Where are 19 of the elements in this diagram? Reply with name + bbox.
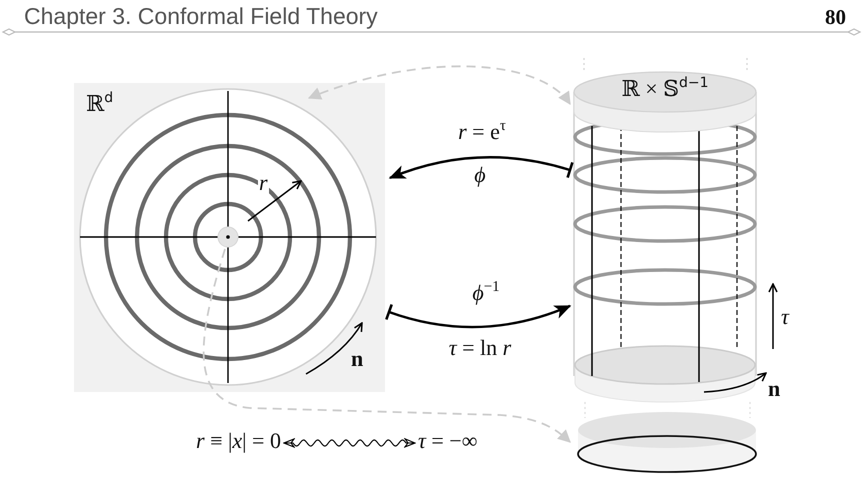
dashed-arrow [202,248,571,443]
page-number: 80 [825,5,846,29]
dashed-arrow [308,66,571,105]
formula-label: r = e$^{τ}$ [458,119,506,145]
wavy-arrow [283,438,416,448]
vector-label: n [768,376,780,402]
time-label: τ [781,304,789,330]
vector-label: n [351,346,364,372]
end-cap [574,402,760,476]
edge-label: ϕ$^{−1}$ [470,280,502,306]
space-label: ℝ × 𝕊$^{d−1}$ [621,76,709,102]
equation-text: τ = −∞ [418,428,478,454]
space-label: ℝ$^{d}$ [86,91,114,117]
formula-label: τ = ln r [448,335,512,361]
equation-text: r ≡ |x| = 0 [196,428,281,454]
origin-point [217,226,239,248]
map-arrow [385,303,572,328]
map-arrow [388,156,574,180]
running-head: Chapter 3. Conformal Field Theory [24,3,378,29]
